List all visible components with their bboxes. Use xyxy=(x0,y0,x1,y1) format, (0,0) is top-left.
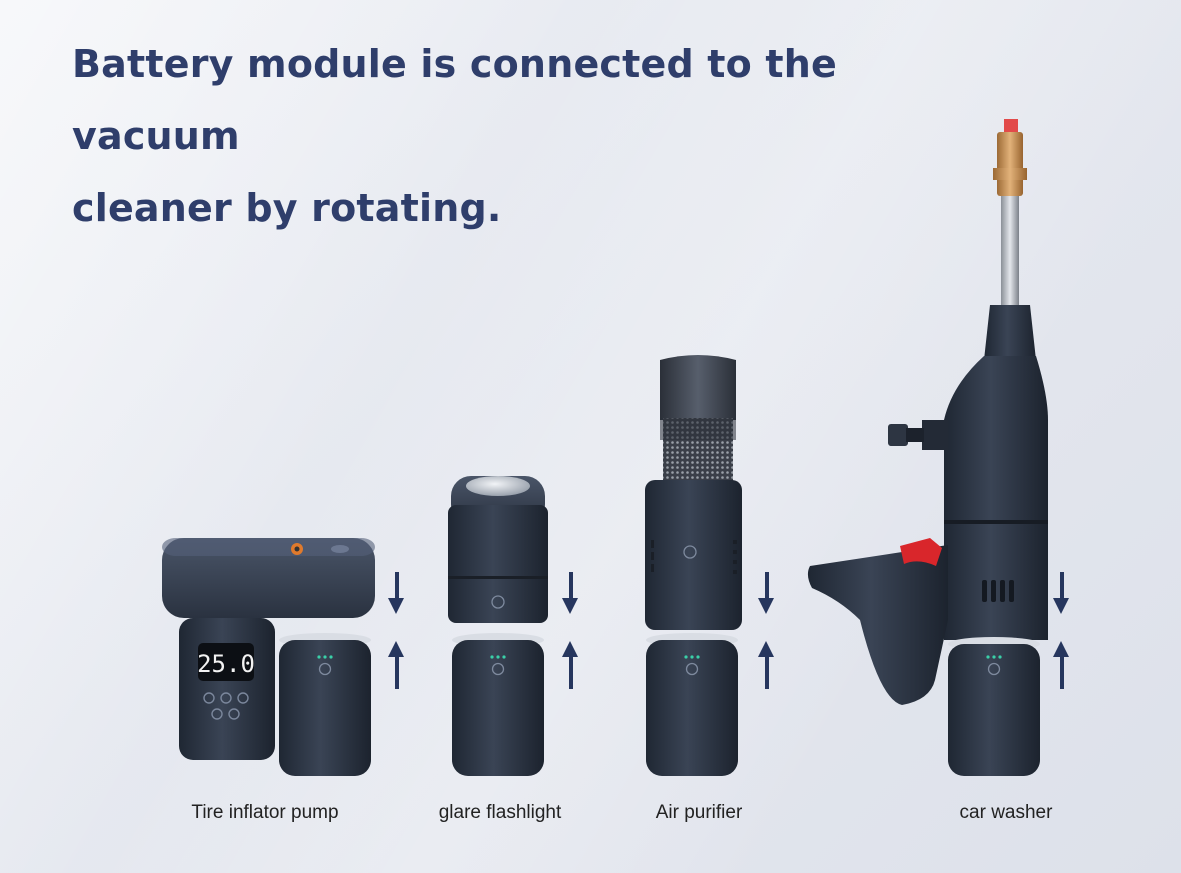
arrow-pair-4 xyxy=(1053,572,1069,689)
flashlight-icon xyxy=(448,476,548,776)
arrow-pair-2 xyxy=(562,572,578,689)
arrow-pair-1 xyxy=(388,572,404,689)
product-label-air-purifier: Air purifier xyxy=(655,802,743,823)
tire-inflator-pump-icon: 25.0 xyxy=(162,538,375,776)
product-label-car-washer: car washer xyxy=(959,802,1053,823)
headline-line-2: cleaner by rotating. xyxy=(72,186,502,230)
headline-line-1: Battery module is connected to the vacuu… xyxy=(72,42,838,158)
product-label-tire-inflator-pump: Tire inflator pump xyxy=(191,802,339,823)
car-washer-icon xyxy=(807,119,1048,776)
product-label-glare-flashlight: glare flashlight xyxy=(438,802,562,823)
arrow-pair-3 xyxy=(758,572,774,689)
air-purifier-icon xyxy=(645,355,742,776)
inflator-display: 25.0 xyxy=(197,650,255,678)
headline: Battery module is connected to the vacuu… xyxy=(72,28,972,244)
